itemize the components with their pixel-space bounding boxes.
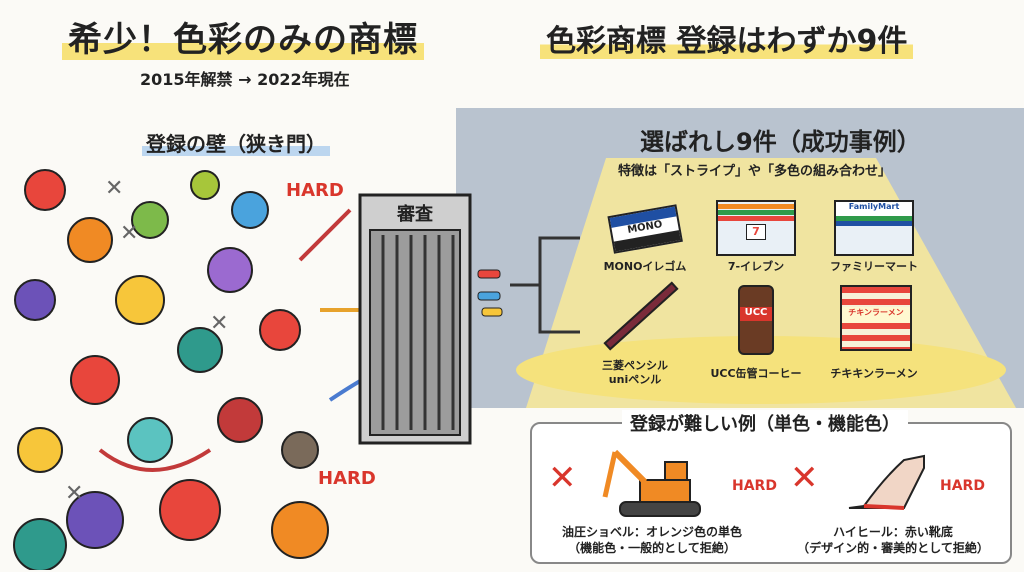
wall-heading: 登録の壁（狭き門） [142,128,330,157]
svg-text:✕: ✕ [120,221,138,246]
case-uni-pencil: 三菱ペンシル uniペンル [575,281,695,388]
case-chicken-ramen: チキンラーメン チキキンラーメン [814,285,934,381]
difficult-title: 登録が難しい例（単色・機能色） [622,410,908,436]
screening-gate: 審査 [355,190,475,448]
reject-x-icon: ✕ [790,458,819,498]
case-label: 7-イレブン [727,260,785,273]
success-subtitle: 特徴は「ストライプ」や「多色の組み合わせ」 [618,164,892,179]
coffee-can-icon: UCC [716,285,796,355]
svg-text:✕: ✕ [105,176,123,201]
pencil-icon [595,281,679,351]
reject-x-icon: ✕ [548,458,577,498]
ramen-package-icon: チキンラーメン [834,285,914,351]
connector-bracket [477,236,580,334]
excavator-icon [602,449,701,517]
success-title: 選ばれし9件（成功事例） [640,128,921,156]
case-label: ファミリーマート [830,260,918,273]
svg-text:✕: ✕ [65,481,83,506]
main-title: 希少！色彩のみの商標 [62,12,424,61]
case-mono-eraser: MONO MONOイレゴム [585,200,705,274]
color-splat-field: ✕ ✕ ✕ ✕ [13,169,400,570]
excavator-caption: 油圧ショベル：オレンジ色の単色 （機能色・一般的として拒絶） [561,525,742,556]
case-ucc-coffee: UCC UCC缶管コーヒー [696,285,816,381]
store-icon: 7 [716,200,796,256]
right-title: 色彩商標 登録はわずか9件 [540,16,914,60]
difficult-examples-box: 登録が難しい例（単色・機能色） ✕ HARD 油圧ショベル：オレンジ色の単色 （… [530,410,1012,564]
high-heel-icon [848,454,925,510]
hard-label-heel: HARD [940,478,985,494]
case-label: チキキンラーメン [830,367,918,380]
case-familymart: FamilyMart ファミリーマート [814,200,934,274]
case-seven-eleven: 7 7-イレブン [696,200,816,274]
case-label: 三菱ペンシル uniペンル [602,359,668,387]
store-icon: FamilyMart [834,200,914,256]
hard-label-bottom: HARD [318,468,376,489]
case-label: UCC缶管コーヒー [710,367,802,380]
case-label: MONOイレゴム [603,260,687,273]
hard-label-excavator: HARD [732,478,777,494]
eraser-icon: MONO [601,193,690,262]
period-subtitle: 2015年解禁 → 2022年現在 [140,70,350,89]
svg-text:✕: ✕ [210,311,228,336]
hard-label-top: HARD [286,180,344,201]
gate-label: 審査 [397,204,433,225]
heel-caption: ハイヒール：赤い靴底 （デザイン的・審美的として拒絶） [797,525,989,556]
